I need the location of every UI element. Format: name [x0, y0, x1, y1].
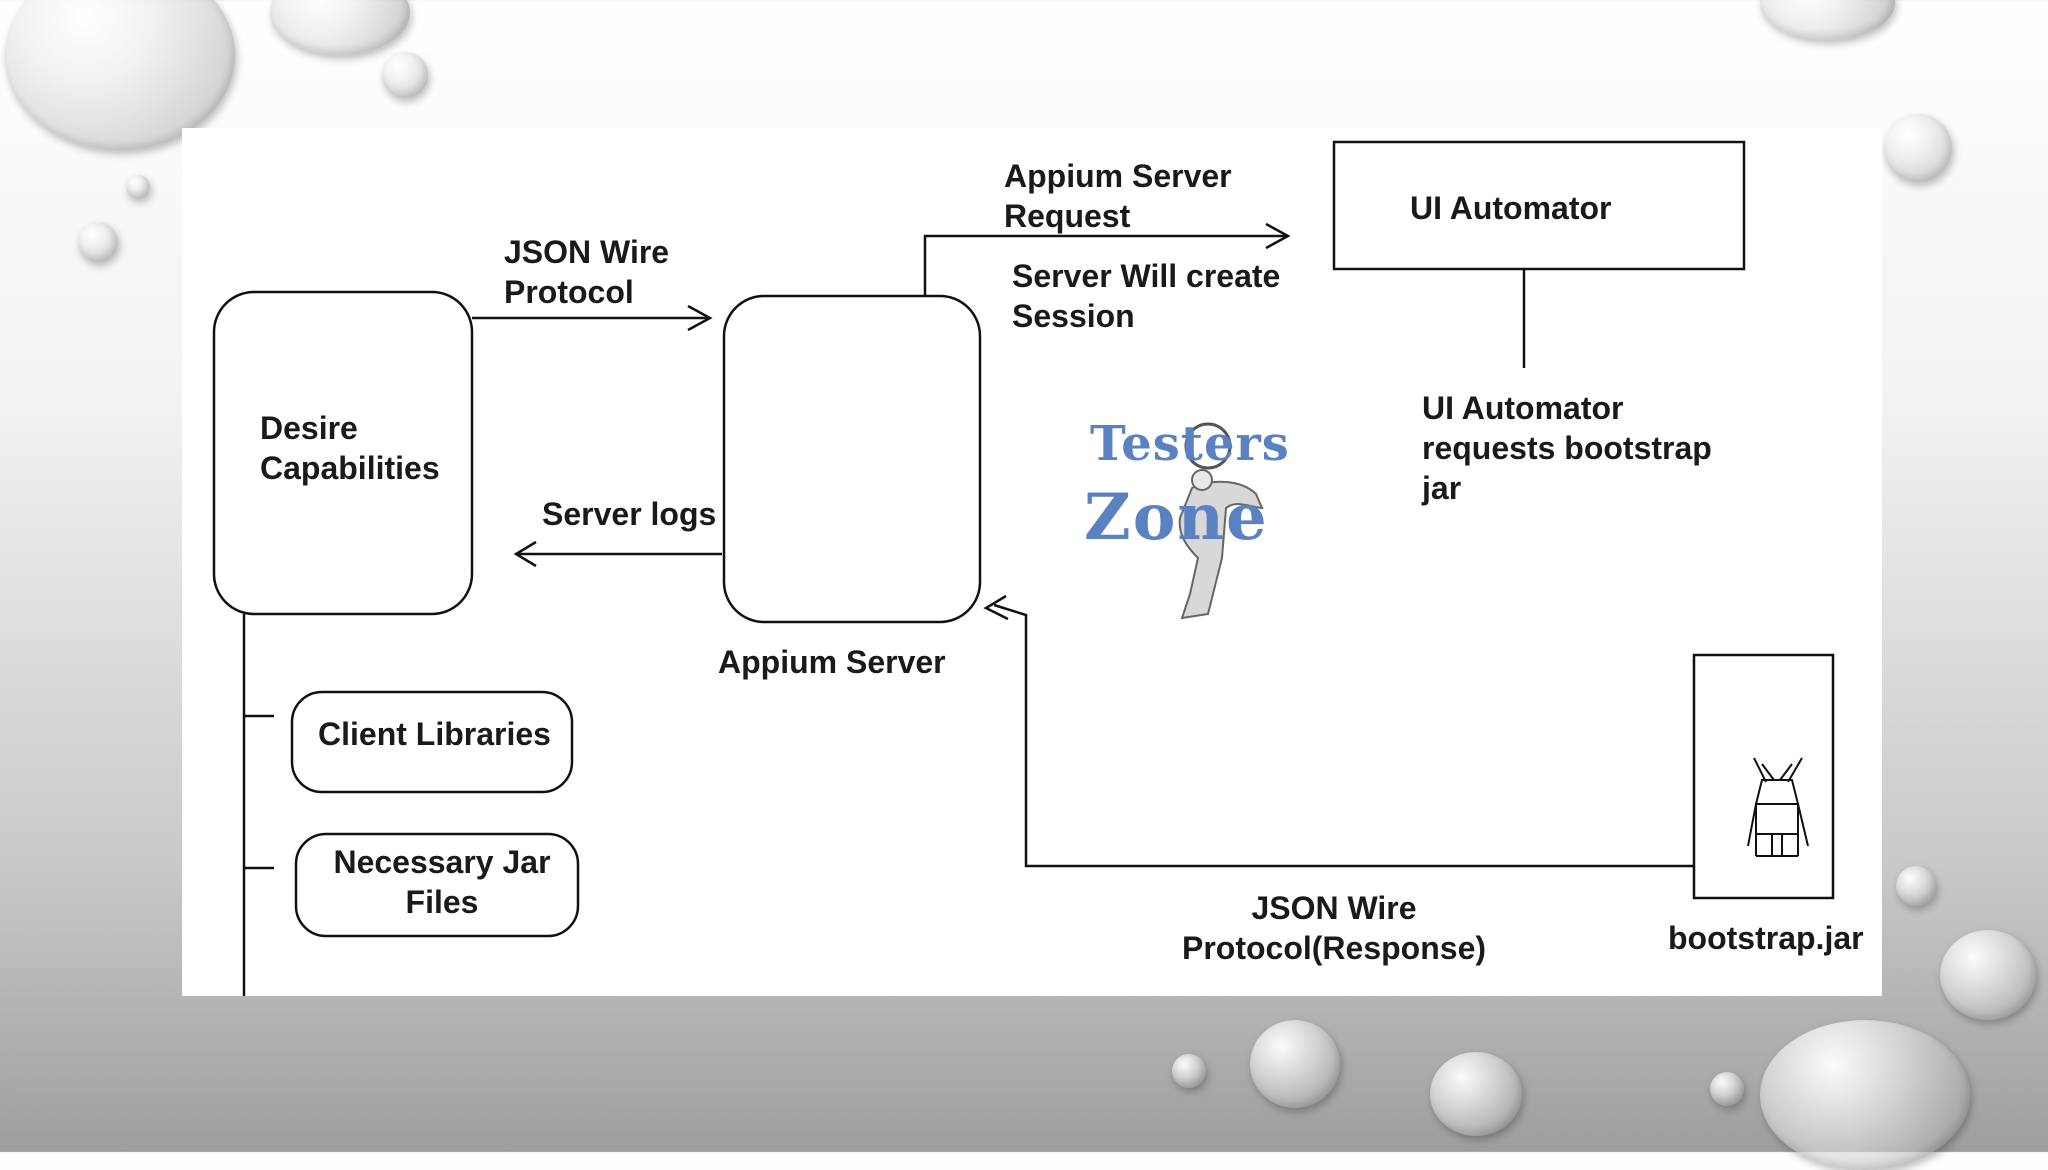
server-request-arrowhead — [1265, 222, 1291, 250]
json-wire-protocol-response-line-2: Protocol(Response) — [1181, 930, 1487, 966]
water-drop-decoration — [5, 0, 235, 150]
server-will-create-session-line-2: Session — [1012, 298, 1135, 334]
json-wire-arrowhead — [687, 304, 713, 332]
necessary-jar-files-box — [294, 832, 580, 938]
water-drop-decoration — [1760, 1020, 1970, 1170]
diagram-canvas — [212, 140, 1835, 996]
response-arrow — [993, 603, 1694, 868]
water-drop-decoration — [126, 175, 150, 199]
server-will-create-session-label: Server Will create Session — [1012, 256, 1280, 336]
ui-automator-label: UI Automator — [1410, 190, 1612, 226]
necessary-jar-files-line-2: Files — [405, 884, 479, 920]
ui-automator-requests-line-3: jar — [1422, 470, 1462, 506]
ui-automator-requests-label: UI Automator requests bootstrap jar — [1422, 388, 1712, 508]
android-robot-icon — [1747, 757, 1809, 857]
water-drop-decoration — [1896, 866, 1936, 906]
water-drop-decoration — [270, 0, 410, 55]
desire-capabilities-line-1: Desire — [260, 410, 358, 446]
client-libraries-label: Client Libraries — [318, 716, 551, 752]
bootstrap-jar-box — [1692, 653, 1835, 900]
necessary-jar-files-label: Necessary Jar Files — [332, 842, 552, 922]
desire-capabilities-label: Desire Capabilities — [260, 408, 440, 488]
json-wire-protocol-label: JSON Wire Protocol — [504, 232, 669, 312]
appium-server-request-label: Appium Server Request — [1004, 156, 1232, 236]
appium-server-box — [722, 294, 982, 624]
water-drop-decoration — [1250, 1020, 1340, 1108]
server-logs-label: Server logs — [542, 496, 717, 532]
water-drop-decoration — [1430, 1052, 1522, 1136]
water-drop-decoration — [1172, 1054, 1206, 1088]
testers-zone-mascot — [1178, 422, 1264, 620]
server-logs-arrowhead — [513, 540, 537, 568]
appium-server-label: Appium Server — [718, 644, 946, 680]
json-wire-protocol-response-label: JSON Wire Protocol(Response) — [1174, 888, 1494, 968]
server-will-create-session-line-1: Server Will create — [1012, 258, 1281, 294]
appium-server-request-line-2: Request — [1004, 198, 1131, 234]
bootstrap-jar-label: bootstrap.jar — [1668, 920, 1864, 956]
testers-zone-logo-line-2: Zone — [1084, 480, 1269, 555]
water-drop-decoration — [1940, 930, 2036, 1020]
ui-automator-requests-line-2: requests bootstrap — [1422, 430, 1712, 466]
json-wire-protocol-line-1: JSON Wire — [504, 234, 670, 270]
water-drop-decoration — [1710, 1072, 1744, 1106]
desire-capabilities-line-2: Capabilities — [260, 450, 440, 486]
ui-automator-requests-line-1: UI Automator — [1422, 390, 1624, 426]
appium-server-request-line-1: Appium Server — [1004, 158, 1232, 194]
water-drop-decoration — [1760, 0, 1895, 40]
json-wire-protocol-line-2: Protocol — [504, 274, 634, 310]
testers-zone-logo-line-1: Testers — [1090, 416, 1290, 472]
slide-canvas: Desire Capabilities JSON Wire Protocol S… — [182, 128, 1882, 996]
response-arrowhead — [983, 594, 1009, 621]
necessary-jar-files-line-1: Necessary Jar — [333, 844, 551, 880]
water-drop-decoration — [1884, 114, 1952, 182]
client-libraries-box — [290, 690, 574, 794]
ui-automator-box — [1332, 140, 1746, 271]
desire-capabilities-box — [212, 290, 474, 616]
server-request-arrow — [923, 234, 1288, 296]
json-wire-protocol-response-line-1: JSON Wire — [1251, 890, 1417, 926]
water-drop-decoration — [382, 52, 428, 98]
water-drop-decoration — [78, 222, 118, 262]
